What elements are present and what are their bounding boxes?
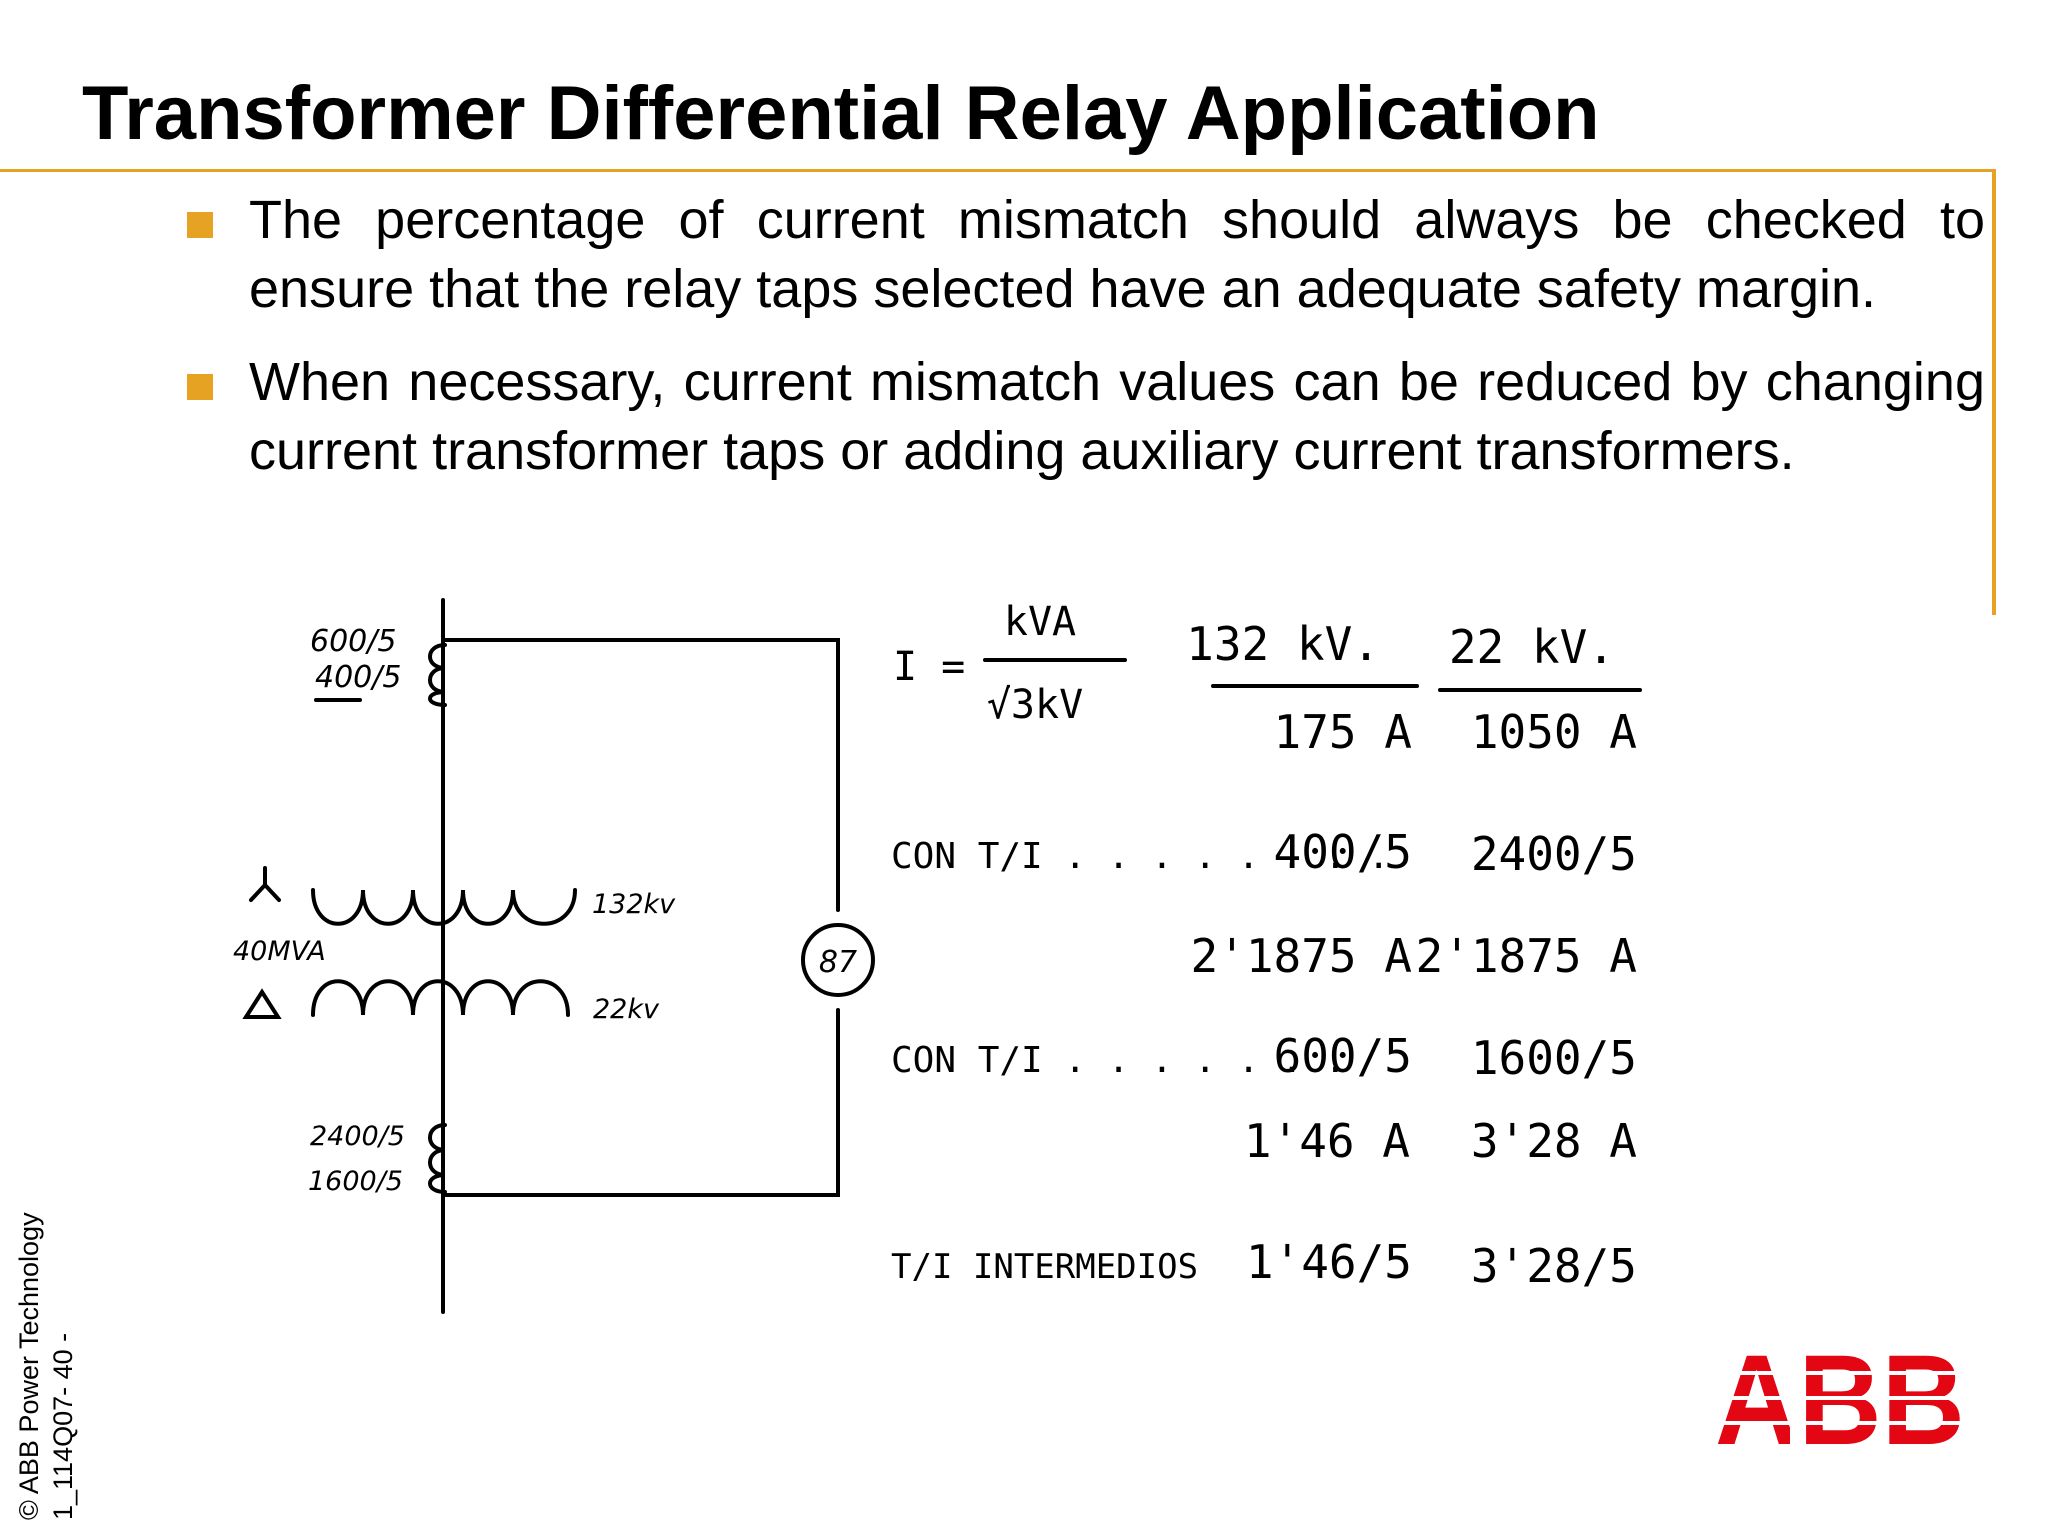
page-title: Transformer Differential Relay Applicati… (82, 71, 1600, 156)
row1-label: CON T/I . . . . . . . . (891, 836, 1390, 877)
content-border-right (1992, 169, 1996, 615)
hv-winding (311, 888, 577, 926)
copyright-text: © ABB Power Technology (14, 1212, 44, 1520)
col2-header: 22 kV. (1449, 620, 1615, 674)
bullet-item: The percentage of current mismatch shoul… (185, 186, 1985, 324)
row2-col1: 2'1875 A (1190, 929, 1412, 983)
row3-label: CON T/I . . . . . . . (891, 1040, 1346, 1081)
hv-winding-label: 132kv (592, 889, 676, 920)
footer-text: © ABB Power Technology 1_114Q07- 40 - (12, 1212, 80, 1520)
wye-symbol-icon (249, 866, 281, 902)
bullet-square-icon (187, 212, 213, 238)
relay-wire-bottom (441, 1008, 840, 1197)
title-underline (0, 169, 1995, 172)
col1-header: 132 kV. (1186, 617, 1380, 671)
formula-numerator: kVA (1004, 599, 1076, 645)
row4-col1: 1'46 A (1244, 1114, 1410, 1168)
row5-col2: 3'28/5 (1471, 1239, 1637, 1293)
formula-denominator: √3kV (987, 682, 1083, 728)
lv-winding-label: 22kv (593, 994, 660, 1025)
lv-winding (311, 979, 570, 1017)
abb-logo: ABB (1712, 1348, 1968, 1452)
bottom-ct-coil (428, 1123, 447, 1194)
row1-col2: 2400/5 (1471, 827, 1637, 881)
ct-bottom-ratio-1: 2400/5 (310, 1121, 405, 1152)
bullet-text: The percentage of current mismatch shoul… (249, 190, 1985, 319)
row4-col2: 3'28 A (1471, 1114, 1637, 1168)
power-rating-label: 40MVA (233, 936, 326, 967)
slide-code: 1_114Q07- 40 - (48, 1332, 78, 1520)
row5-label: T/I INTERMEDIOS (891, 1247, 1198, 1287)
footer-sidebar: © ABB Power Technology 1_114Q07- 40 - (0, 1120, 120, 1520)
row2-col2: 2'1875 A (1415, 929, 1637, 983)
top-ct-coil (428, 643, 447, 707)
relay-87-label: 87 (819, 945, 857, 980)
bullet-item: When necessary, current mismatch values … (185, 348, 1985, 486)
row5-col1: 1'46/5 (1246, 1235, 1412, 1289)
col1-current: 175 A (1274, 705, 1412, 759)
ct-top-ratio-2: 400/5 (315, 660, 401, 695)
formula-lhs: I = (893, 644, 965, 690)
row1-col1: 400/5 (1274, 825, 1412, 879)
ct-bottom-ratio-2: 1600/5 (308, 1166, 403, 1197)
transformer-diagram: 600/5 400/5 132kv 40MVA 22kv 2400/5 1600… (233, 598, 1642, 1314)
bullet-square-icon (187, 374, 213, 400)
relay-87-circle (801, 923, 875, 997)
bullet-list: The percentage of current mismatch shoul… (185, 186, 1985, 510)
row3-col2: 1600/5 (1471, 1031, 1637, 1085)
delta-symbol-icon (242, 988, 282, 1019)
relay-wire-top (441, 638, 840, 912)
row3-col1: 600/5 (1274, 1029, 1412, 1083)
bullet-text: When necessary, current mismatch values … (249, 352, 1985, 481)
col2-current: 1050 A (1471, 705, 1637, 759)
ct-top-ratio-1: 600/5 (310, 624, 396, 659)
